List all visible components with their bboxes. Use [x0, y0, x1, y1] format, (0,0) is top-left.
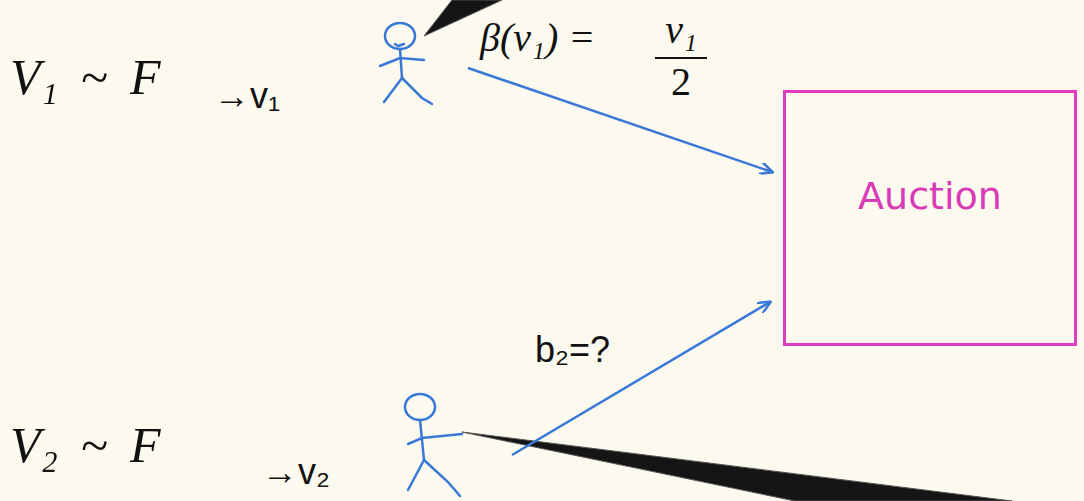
value-label: →v₂ — [262, 452, 330, 492]
value-label: →v₁ — [214, 76, 280, 116]
stick-figure — [405, 394, 462, 496]
distribution-label: V₁ ~ F — [10, 50, 161, 105]
bid-question: b₂=? — [532, 330, 613, 370]
fraction-denominator: 2 — [671, 60, 691, 104]
distribution-label: V₂ ~ F — [10, 418, 161, 473]
bid-arrow — [512, 302, 770, 455]
bid-arrow — [468, 68, 772, 172]
auction-box: Auction — [783, 90, 1077, 346]
box-title: Auction — [858, 174, 1002, 218]
bid-function: β(v₁) = — [480, 16, 595, 60]
fraction-bar — [655, 57, 707, 59]
fraction-numerator: v₁ — [665, 8, 697, 52]
speech-tail — [462, 432, 1012, 501]
stick-figure — [380, 23, 432, 104]
